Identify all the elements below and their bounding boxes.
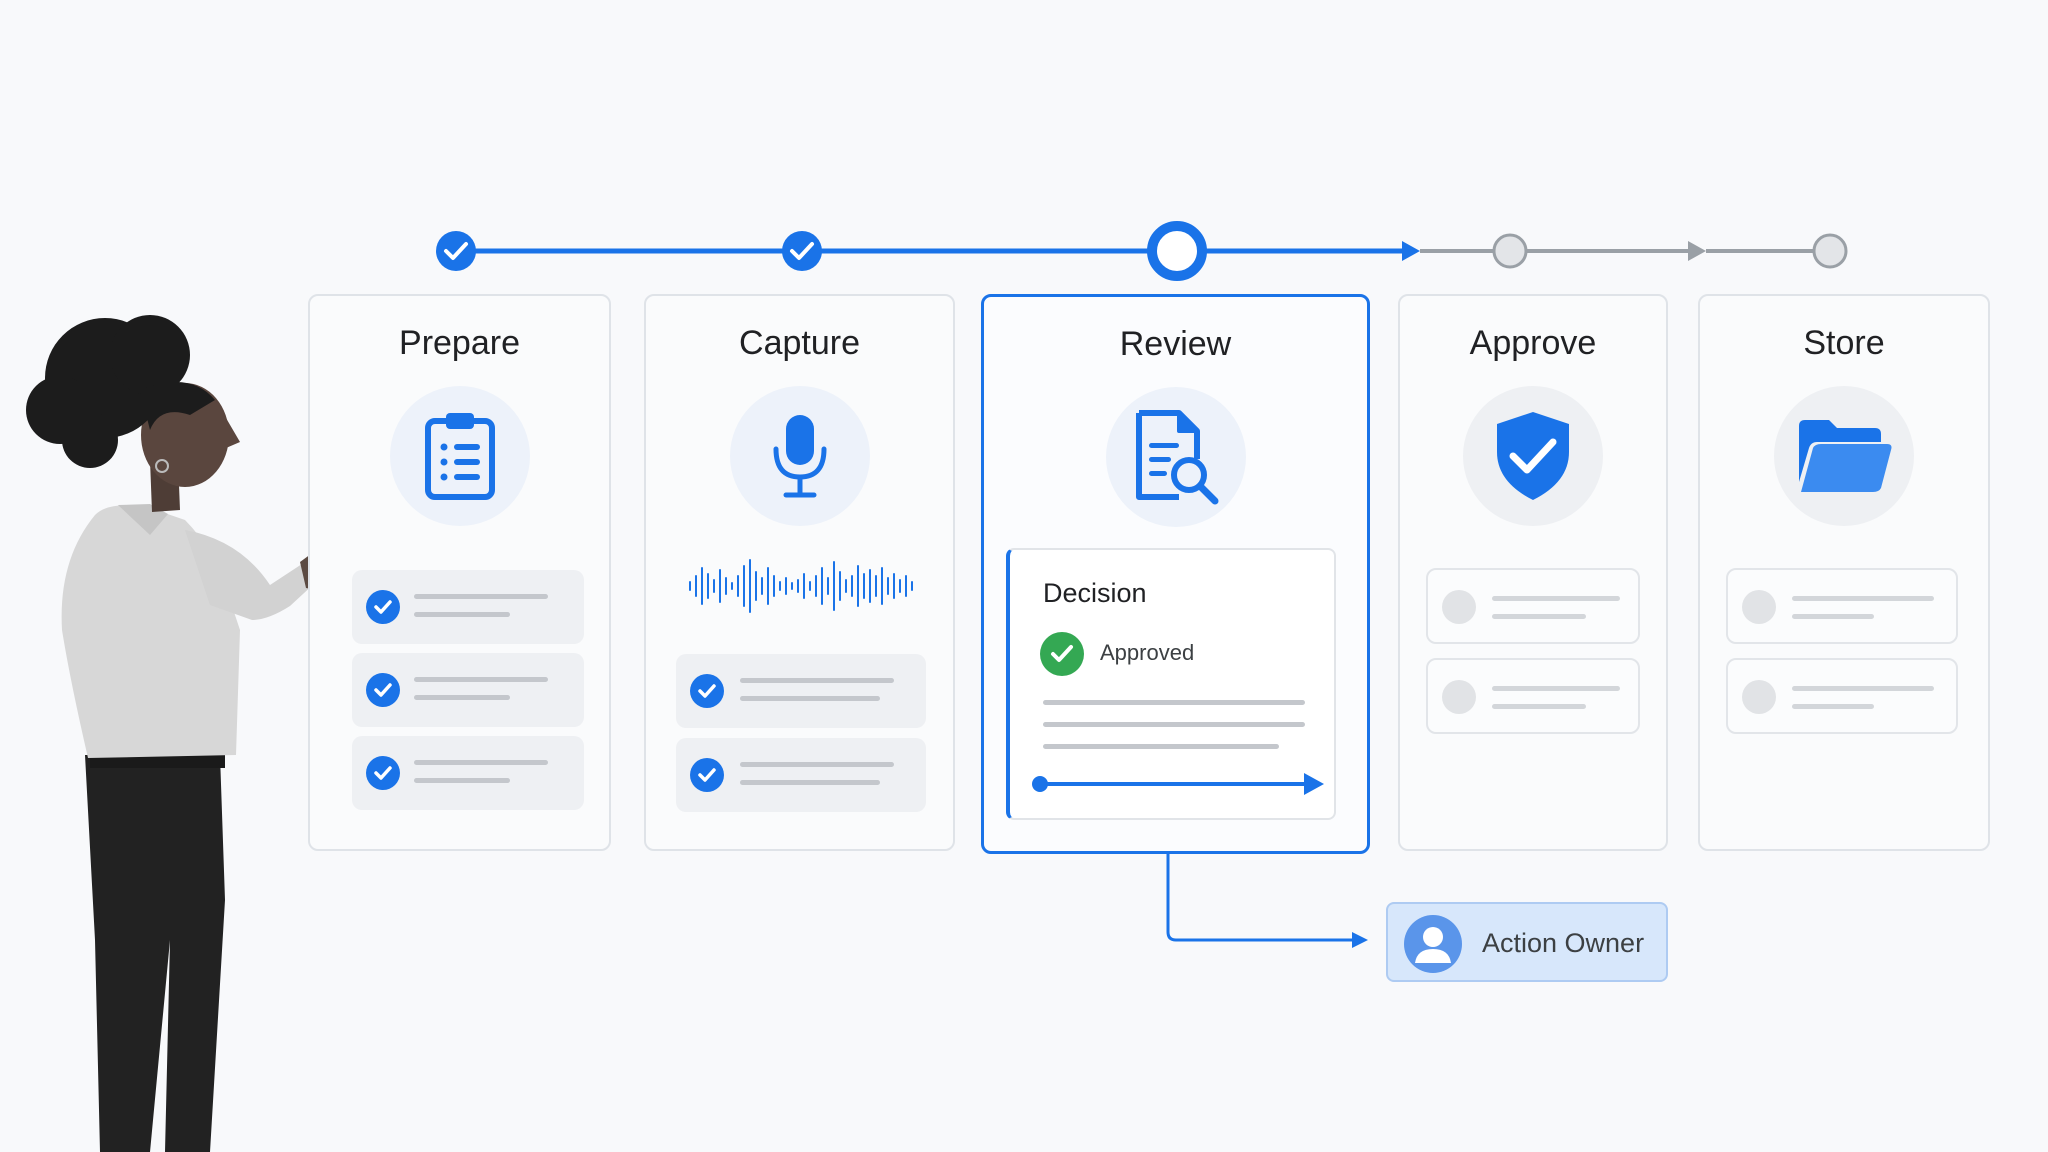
timeline-arrow-active xyxy=(1402,241,1420,261)
stage-title-review: Review xyxy=(1119,325,1232,363)
action-owner-label: Action Owner xyxy=(1482,928,1645,958)
check-icon xyxy=(366,756,400,790)
checklist-item xyxy=(352,570,584,644)
stage-title-store: Store xyxy=(1803,324,1885,362)
audio-waveform-icon xyxy=(689,559,913,613)
timeline-node-review xyxy=(1147,221,1207,281)
decision-card[interactable]: Decision Approved xyxy=(1006,548,1336,820)
decision-connector-arrow xyxy=(1352,932,1368,948)
check-icon xyxy=(690,674,724,708)
decision-connector xyxy=(1166,822,1352,942)
approved-check-icon xyxy=(1040,632,1084,676)
user-avatar-icon xyxy=(1404,915,1462,973)
checklist-item xyxy=(352,653,584,727)
presenter-illustration xyxy=(26,315,380,1152)
decision-title: Decision xyxy=(1043,578,1147,608)
folder-open-icon xyxy=(1774,386,1914,526)
placeholder-item xyxy=(1426,658,1640,734)
timeline-node-approve xyxy=(1492,233,1528,269)
timeline-node-capture xyxy=(782,231,822,271)
action-owner-chip[interactable]: Action Owner xyxy=(1386,902,1668,982)
placeholder-item xyxy=(1426,568,1640,644)
document-search-icon xyxy=(1105,387,1246,527)
stage-card-prepare[interactable]: Prepare xyxy=(308,294,611,851)
stage-card-store[interactable]: Store xyxy=(1698,294,1990,851)
stage-title-capture: Capture xyxy=(739,324,860,362)
placeholder-item xyxy=(1726,658,1958,734)
timeline-node-prepare xyxy=(436,231,476,271)
placeholder-item xyxy=(1726,568,1958,644)
timeline-arrow-pending xyxy=(1688,241,1706,261)
stage-title-approve: Approve xyxy=(1469,324,1597,362)
timeline-node-store xyxy=(1812,233,1848,269)
approved-status-label: Approved xyxy=(1100,640,1195,665)
check-icon xyxy=(366,673,400,707)
checklist-item xyxy=(352,736,584,810)
microphone-icon xyxy=(729,386,870,526)
check-icon xyxy=(366,590,400,624)
shield-check-icon xyxy=(1463,386,1603,526)
checklist-item xyxy=(676,654,926,728)
checklist-item xyxy=(676,738,926,812)
stage-card-approve[interactable]: Approve xyxy=(1398,294,1668,851)
check-icon xyxy=(690,758,724,792)
stage-card-capture[interactable]: Capture xyxy=(644,294,955,851)
stage-title-prepare: Prepare xyxy=(399,324,520,362)
clipboard-list-icon xyxy=(389,386,530,526)
decision-progress-arrow xyxy=(1032,773,1324,795)
